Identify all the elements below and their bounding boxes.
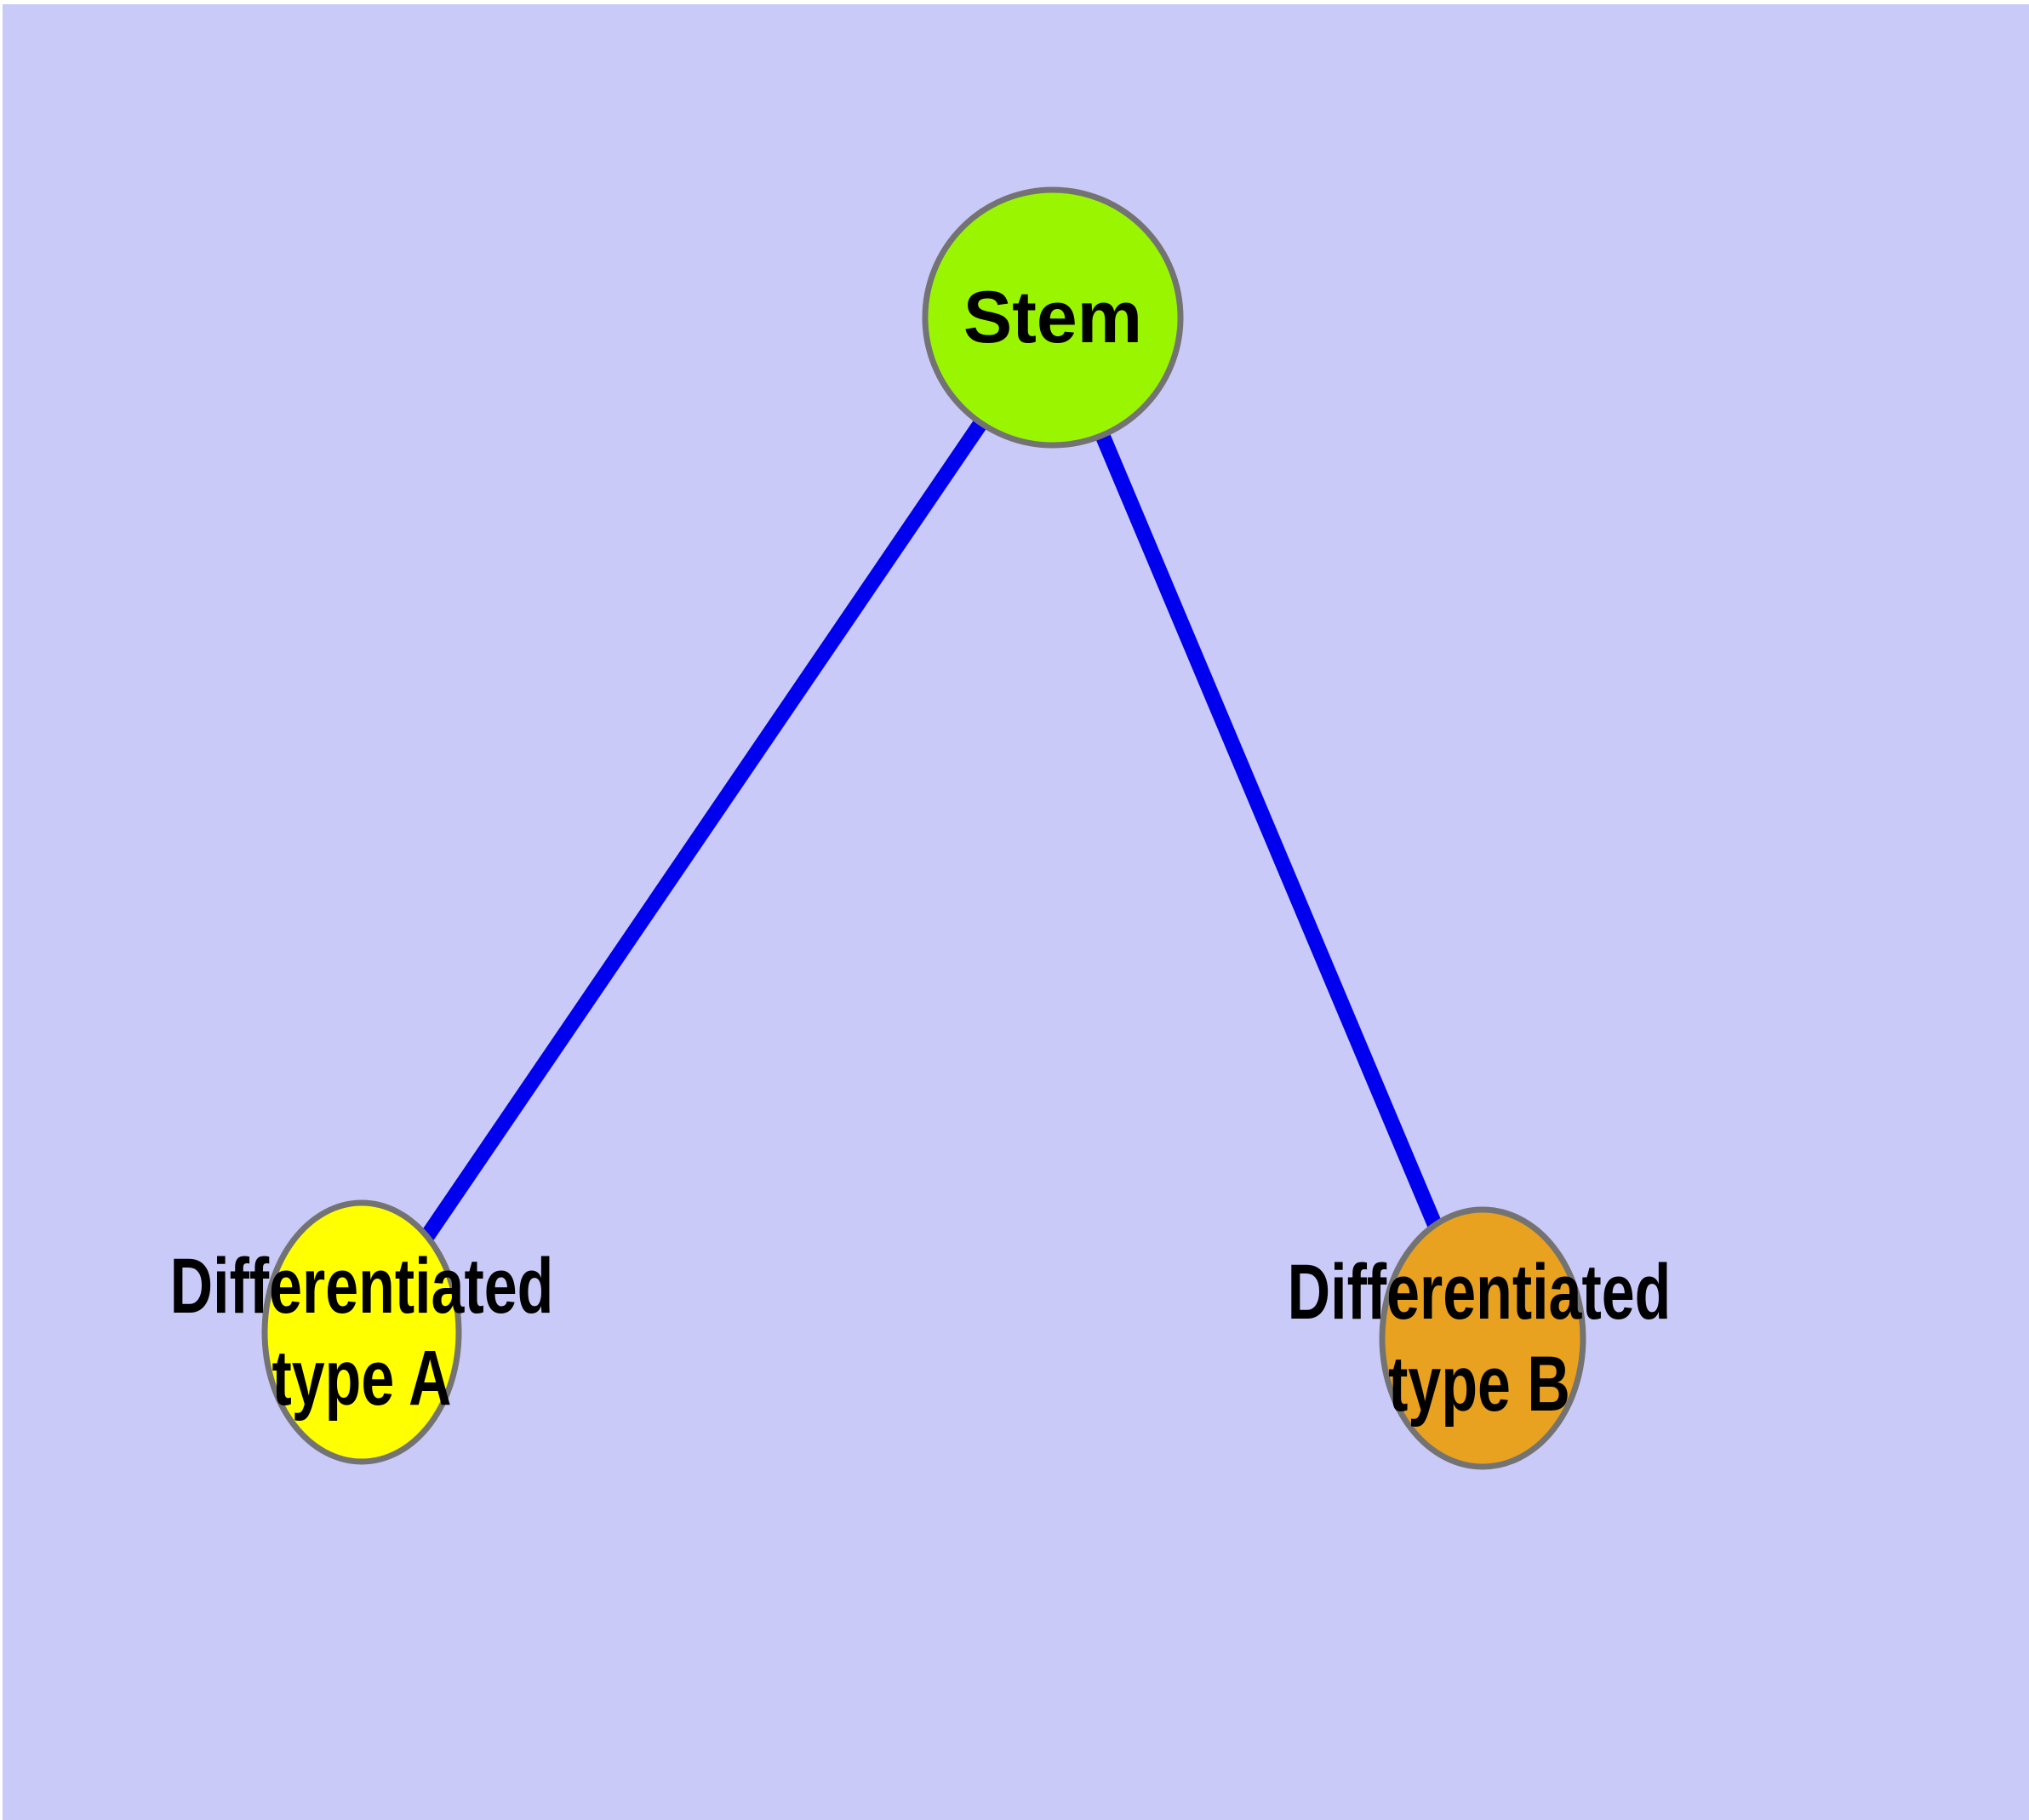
label-text: Stem — [963, 277, 1143, 358]
node-type-b — [1379, 1206, 1586, 1470]
label-line: type A — [271, 1335, 452, 1422]
edge-stem-to-type-b — [1045, 314, 1490, 1342]
node-label-type-a: Differentiated type A — [170, 1240, 554, 1424]
node-stem — [922, 186, 1184, 449]
edge-stem-to-type-a — [355, 312, 1060, 1337]
label-line: Differentiated — [169, 1243, 554, 1330]
node-label-type-b: Differentiated type B — [1288, 1246, 1672, 1430]
node-type-a — [261, 1199, 462, 1465]
label-line: Differentiated — [1287, 1249, 1672, 1336]
node-label-stem: Stem — [963, 275, 1142, 360]
label-line: type B — [1388, 1341, 1570, 1428]
